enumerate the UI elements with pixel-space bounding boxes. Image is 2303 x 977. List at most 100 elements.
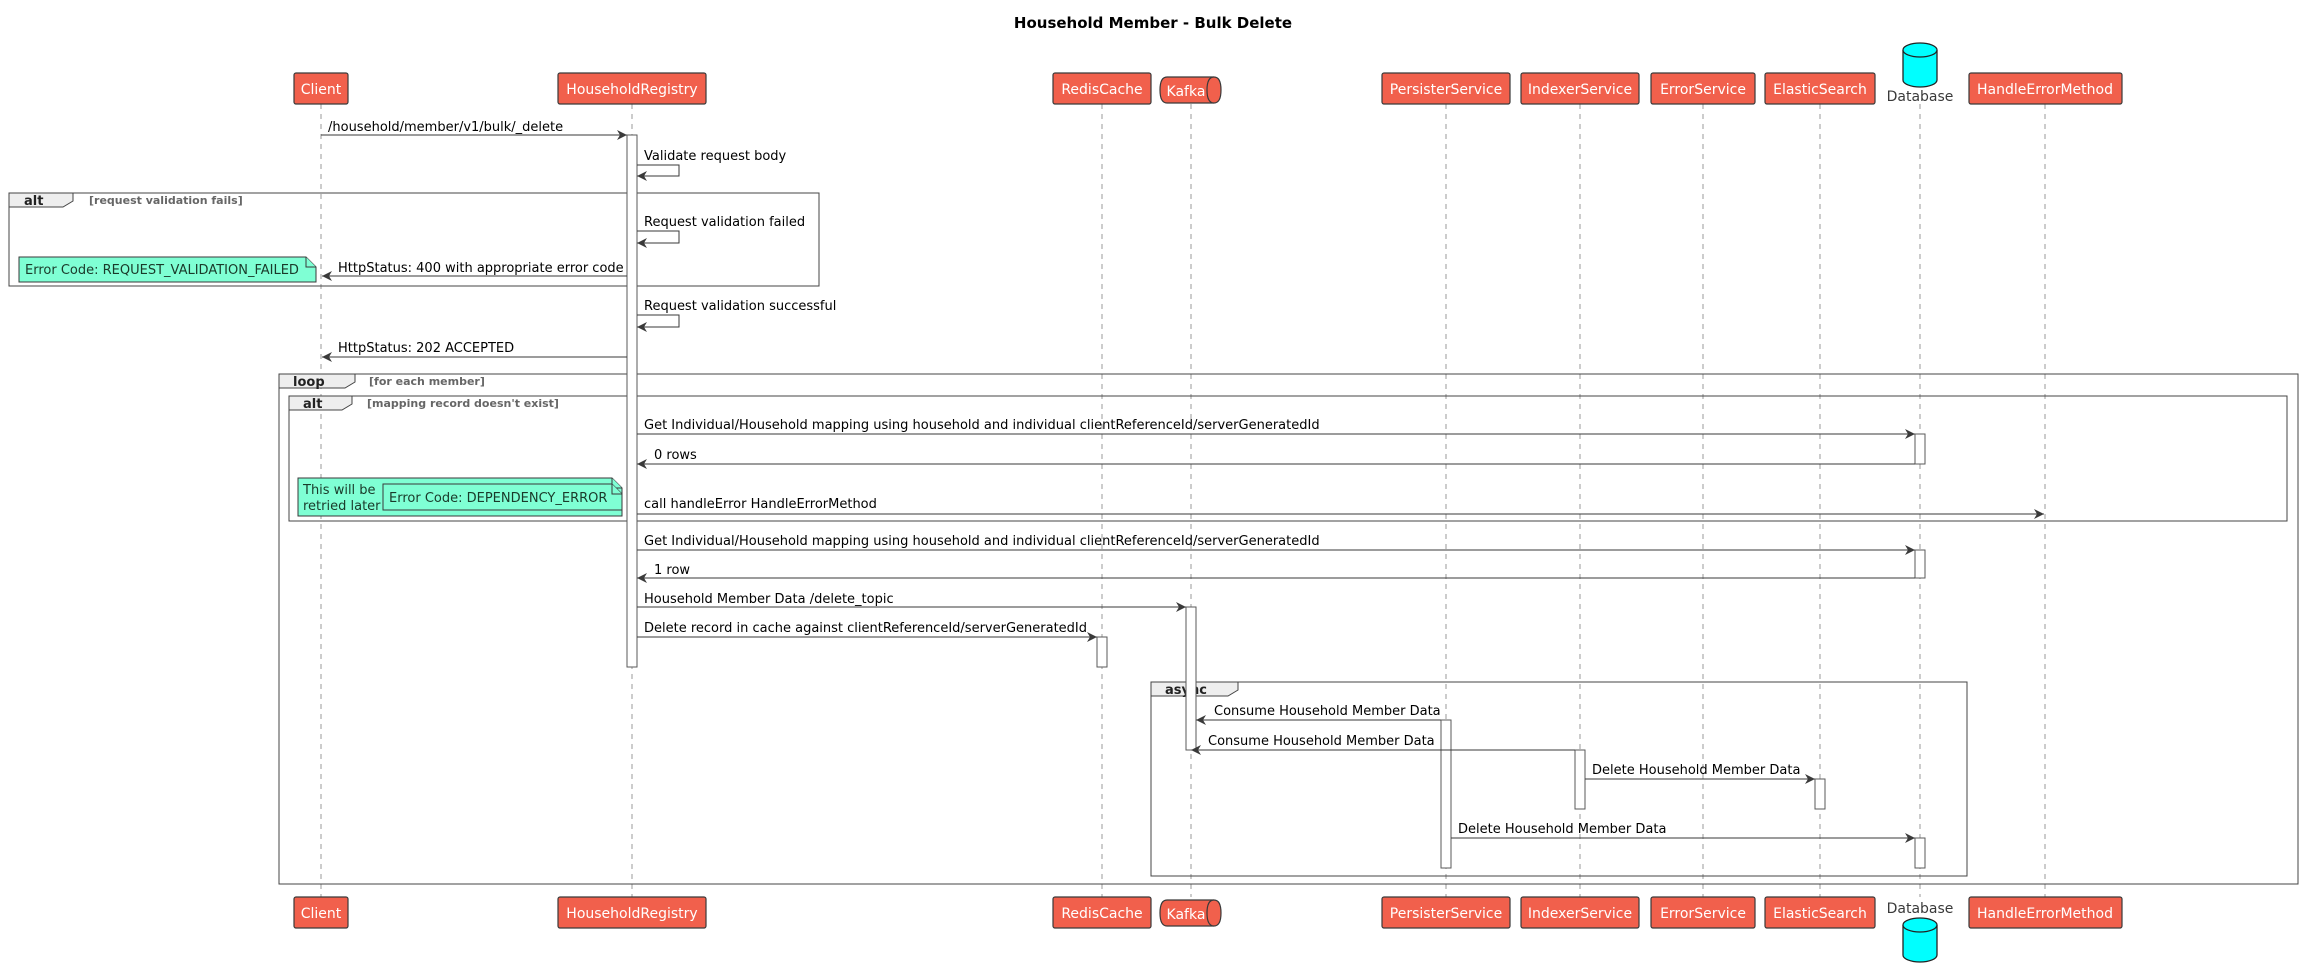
participant-label: Client (301, 82, 342, 98)
participant-household-registry[interactable]: HouseholdRegistry (557, 72, 707, 105)
participant-box (1764, 896, 1876, 929)
participant-database-footer[interactable]: Database (1887, 901, 1954, 963)
participant-client-footer[interactable]: Client (293, 896, 349, 929)
database-icon (1902, 925, 1938, 963)
message-label: Delete Household Member Data (1458, 822, 1666, 837)
database-icon-top (1902, 917, 1938, 933)
frame-condition: [for each member] (369, 375, 485, 388)
participant-label: HouseholdRegistry (566, 82, 697, 98)
activation-database-1 (1914, 433, 1926, 465)
participant-error-service[interactable]: ErrorService (1650, 72, 1756, 105)
participant-label: ErrorService (1660, 906, 1746, 922)
frame-condition: [mapping record doesn't exist] (367, 397, 559, 410)
frame-border (288, 395, 2288, 522)
participant-label: ErrorService (1660, 82, 1746, 98)
participant-label: HandleErrorMethod (1977, 906, 2113, 922)
participant-box (1520, 896, 1640, 929)
participant-elastic-search-footer[interactable]: ElasticSearch (1764, 896, 1876, 929)
activation-persister-service (1440, 719, 1452, 869)
participant-label: ElasticSearch (1773, 906, 1867, 922)
message-label: HttpStatus: 202 ACCEPTED (338, 341, 514, 356)
note-fold (611, 484, 622, 495)
participant-redis-cache-footer[interactable]: RedisCache (1052, 896, 1152, 929)
database-icon (1902, 50, 1938, 88)
frame-border (278, 373, 2299, 885)
message-label: 1 row (654, 563, 690, 578)
participants-top: Client HouseholdRegistry RedisCache Kafk… (293, 42, 2123, 105)
message-label: Get Individual/Household mapping using h… (644, 534, 1320, 549)
messages: /household/member/v1/bulk/_delete Valida… (321, 120, 2044, 843)
participant-label: PersisterService (1390, 82, 1502, 98)
message-label: Household Member Data /delete_topic (644, 592, 894, 607)
activation-indexer-service (1574, 749, 1586, 810)
participant-persister-service[interactable]: PersisterService (1381, 72, 1511, 105)
note-text-line2: retried later (303, 499, 381, 514)
database-icon-top (1902, 42, 1938, 58)
participant-box (1968, 896, 2123, 929)
note-fold (305, 257, 316, 268)
participant-indexer-service[interactable]: IndexerService (1520, 72, 1640, 105)
note-dependency-error: Error Code: DEPENDENCY_ERROR (382, 483, 623, 511)
activation-redis-cache (1096, 636, 1108, 668)
note-shape (18, 256, 317, 283)
message-label: Consume Household Member Data (1208, 734, 1435, 749)
participant-label: HouseholdRegistry (566, 906, 697, 922)
participant-label: PersisterService (1390, 906, 1502, 922)
participant-box (1968, 72, 2123, 105)
frame-border (1150, 681, 1968, 877)
participant-label: Client (301, 906, 342, 922)
frame-keyword: alt (303, 397, 322, 412)
participant-label: Kafka (1167, 84, 1206, 100)
participant-handle-error-method[interactable]: HandleErrorMethod (1968, 72, 2123, 105)
participant-kafka-footer[interactable]: Kafka (1159, 899, 1222, 927)
participant-box (1650, 896, 1756, 929)
frame-keyword: loop (293, 375, 325, 390)
message-label: Delete record in cache against clientRef… (644, 621, 1087, 636)
participant-box (293, 72, 349, 105)
message-arrow-self (637, 314, 680, 332)
participant-label: HandleErrorMethod (1977, 82, 2113, 98)
activation-database-2 (1914, 549, 1926, 579)
activation-database-3 (1914, 837, 1926, 869)
participant-box (293, 896, 349, 929)
participant-database[interactable]: Database (1887, 42, 1954, 105)
participant-indexer-service-footer[interactable]: IndexerService (1520, 896, 1640, 929)
diagram-title: Household Member - Bulk Delete (1014, 14, 1292, 32)
participant-label: IndexerService (1528, 82, 1632, 98)
participant-error-service-footer[interactable]: ErrorService (1650, 896, 1756, 929)
participant-label: Database (1887, 901, 1954, 917)
frame-border (8, 192, 820, 287)
note-validation-error: Error Code: REQUEST_VALIDATION_FAILED (18, 256, 317, 283)
kafka-queue-cap (1206, 76, 1215, 104)
participant-label: RedisCache (1061, 82, 1142, 98)
message-label: Consume Household Member Data (1214, 704, 1441, 719)
frame-tab (288, 395, 353, 411)
frame-condition: [request validation fails] (89, 194, 243, 207)
frame-loop-members: loop [for each member] (278, 373, 2299, 885)
note-text: Error Code: REQUEST_VALIDATION_FAILED (25, 263, 299, 278)
participant-handle-error-method-footer[interactable]: HandleErrorMethod (1968, 896, 2123, 929)
participant-client[interactable]: Client (293, 72, 349, 105)
participant-box (1381, 72, 1511, 105)
message-arrow-self (637, 230, 680, 248)
activations (626, 134, 1926, 869)
participant-box (1764, 72, 1876, 105)
message-label: Request validation failed (644, 215, 805, 230)
message-label: Get Individual/Household mapping using h… (644, 418, 1320, 433)
participant-persister-service-footer[interactable]: PersisterService (1381, 896, 1511, 929)
note-text: Error Code: DEPENDENCY_ERROR (389, 491, 607, 506)
activation-elastic-search (1814, 778, 1826, 810)
participant-household-registry-footer[interactable]: HouseholdRegistry (557, 896, 707, 929)
participant-box (1650, 72, 1756, 105)
participants-bottom: Client HouseholdRegistry RedisCache Kafk… (293, 896, 2123, 963)
frame-alt-mapping-missing: alt [mapping record doesn't exist] (288, 395, 2288, 522)
note-shape (382, 483, 623, 511)
participant-box (557, 896, 707, 929)
participant-redis-cache[interactable]: RedisCache (1052, 72, 1152, 105)
frame-alt-request-validation: alt [request validation fails] (8, 192, 820, 287)
participant-elastic-search[interactable]: ElasticSearch (1764, 72, 1876, 105)
message-label: Request validation successful (644, 299, 836, 314)
participant-label: Database (1887, 89, 1954, 105)
participant-kafka[interactable]: Kafka (1159, 76, 1222, 104)
